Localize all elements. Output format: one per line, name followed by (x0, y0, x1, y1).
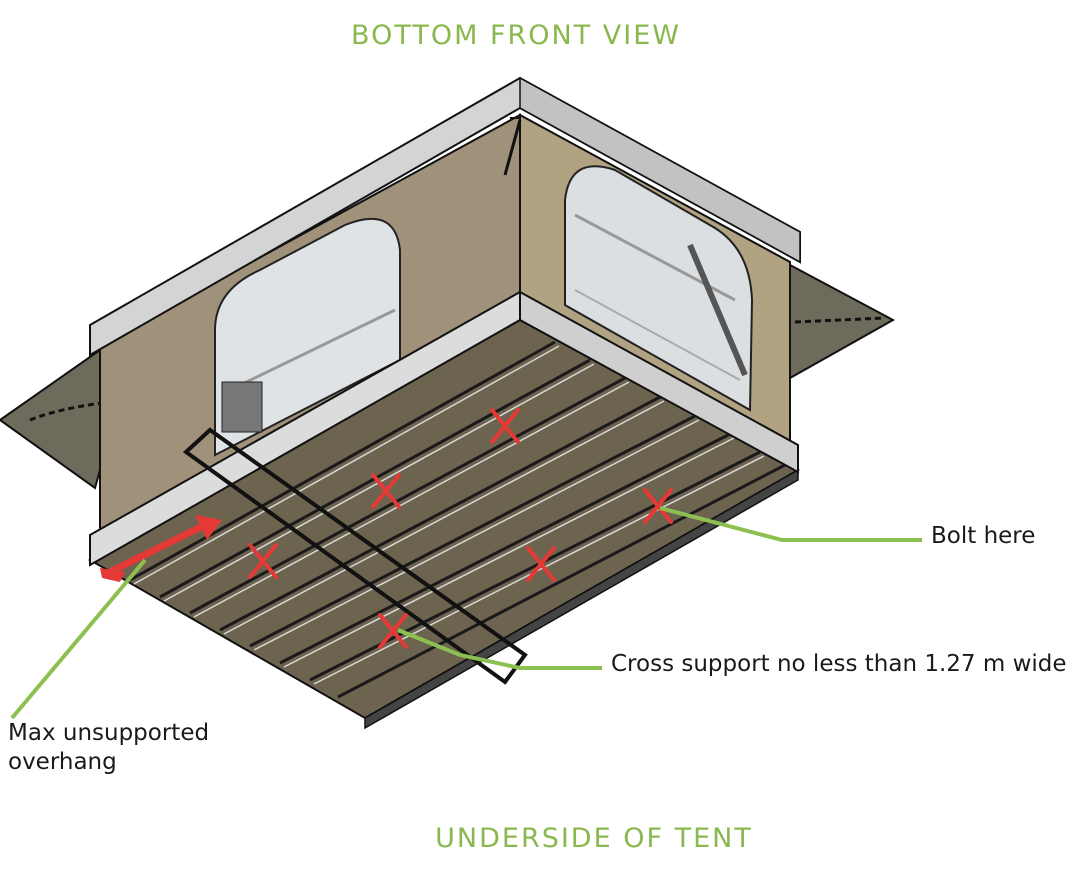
bolt-marker (371, 473, 401, 509)
leader-lines (10, 506, 922, 720)
bolt-marker (643, 488, 673, 524)
roof-frame (89, 76, 801, 357)
bolt-marker (378, 613, 408, 649)
right-canvas-wall (519, 113, 791, 447)
bolt-marker (248, 543, 278, 579)
bolt-marker (526, 546, 556, 582)
bolt-markers (248, 408, 673, 649)
overhang-arrow (100, 515, 222, 582)
bolt-here-label: Bolt here (931, 523, 1036, 549)
overhang-leader (10, 558, 147, 720)
bottom-heading: UNDERSIDE OF TENT (435, 823, 753, 854)
right-window (564, 165, 754, 412)
right-awning-flap (789, 263, 896, 380)
left-awning-flap (0, 348, 111, 490)
top-heading: BOTTOM FRONT VIEW (351, 20, 681, 51)
bolt-marker (490, 408, 520, 444)
overhang-label: Max unsupported overhang (8, 720, 210, 775)
cross-support-outline (182, 427, 528, 685)
cross-support-label: Cross support no less than 1.27 m wide (611, 651, 1067, 677)
cross-support-leader (397, 628, 602, 670)
bolt-leader (659, 506, 922, 542)
